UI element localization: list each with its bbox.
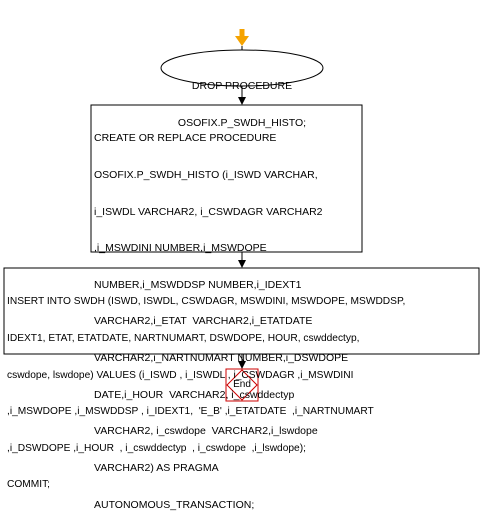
code-line: COMMIT; xyxy=(7,479,51,491)
code-line: ,i_MSWDINI NUMBER,i_MSWDOPE xyxy=(94,242,267,255)
code-line: VARCHAR2,i_ETAT VARCHAR2,i_ETATDATE xyxy=(94,315,313,328)
code-line: i_ISWDL VARCHAR2, i_CSWDAGR VARCHAR2 xyxy=(94,205,323,218)
insert-commit-text: INSERT INTO SWDH (ISWD, ISWDL, CSWDAGR, … xyxy=(7,272,405,504)
code-line: ,i_DSWDOPE ,i_HOUR , i_cswddectyp , i_cs… xyxy=(7,442,306,454)
start-arrow-icon xyxy=(235,29,249,46)
code-line: CREATE OR REPLACE PROCEDURE xyxy=(94,132,277,145)
create-procedure-block xyxy=(90,104,363,253)
code-line: IDEXT1, ETAT, ETATDATE, NARTNUMART, DSWD… xyxy=(7,333,360,345)
code-line: OSOFIX.P_SWDH_HISTO (i_ISWD VARCHAR, xyxy=(94,169,318,182)
code-line: VARCHAR2,i_NARTNUMART NUMBER,i_DSWDOPE xyxy=(94,352,349,365)
terminal-line: OSOFIX.P_SWDH_HISTO; xyxy=(177,117,307,130)
end-node xyxy=(225,368,259,402)
insert-commit-block xyxy=(3,267,480,355)
terminal-text: DROP PROCEDURE OSOFIX.P_SWDH_HISTO; xyxy=(161,56,323,141)
code-line: ,i_MSWDOPE ,i_MSWDDSP , i_IDEXT1, 'E_B' … xyxy=(7,406,374,418)
flowchart-canvas xyxy=(3,29,480,402)
code-line: NUMBER,i_MSWDDSP NUMBER,i_IDEXT1 xyxy=(94,278,302,291)
code-line: INSERT INTO SWDH (ISWD, ISWDL, CSWDAGR, … xyxy=(7,296,406,308)
terminal-line: DROP PROCEDURE xyxy=(191,80,293,93)
code-line: DATE,i_HOUR VARCHAR2, i_cswddectyp xyxy=(94,388,295,401)
end-diamond xyxy=(226,369,258,401)
end-label: End xyxy=(233,379,251,390)
code-line: cswdope, lswdope) VALUES (i_ISWD , i_ISW… xyxy=(7,369,354,381)
